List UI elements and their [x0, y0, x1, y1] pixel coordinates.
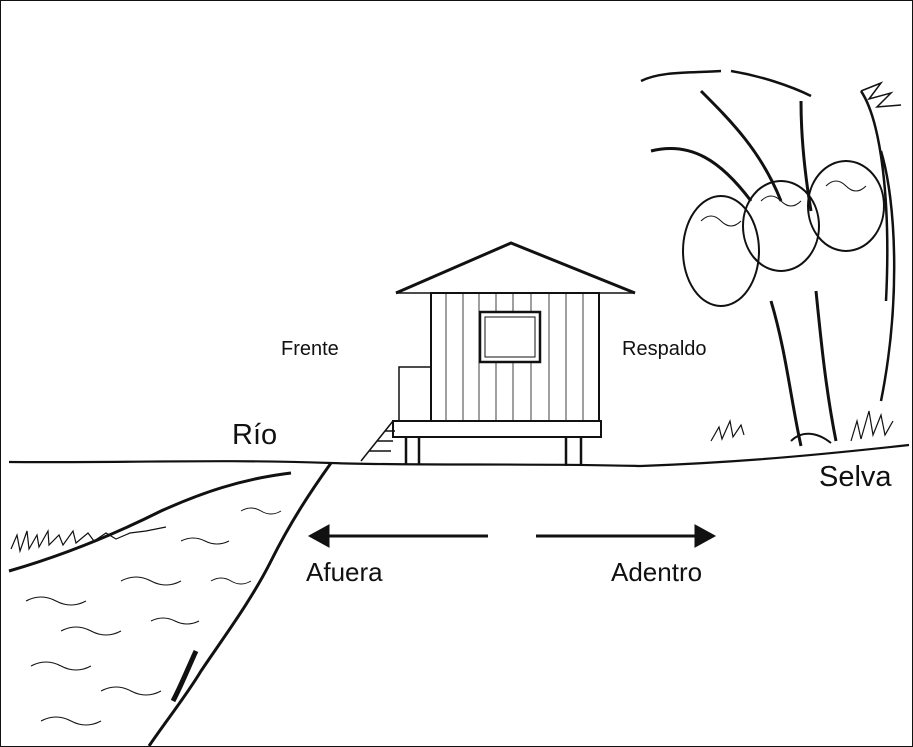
label-rio: Río — [232, 421, 277, 450]
label-selva: Selva — [819, 463, 892, 492]
stilt-house — [361, 243, 635, 466]
label-adentro: Adentro — [611, 559, 702, 585]
arrow-afuera — [309, 525, 488, 547]
ground-line — [9, 445, 909, 466]
jungle-tree — [641, 71, 901, 446]
label-afuera: Afuera — [306, 559, 383, 585]
arrow-adentro — [536, 525, 715, 547]
label-frente: Frente — [281, 339, 339, 359]
label-respaldo: Respaldo — [622, 339, 707, 359]
river — [9, 463, 331, 746]
